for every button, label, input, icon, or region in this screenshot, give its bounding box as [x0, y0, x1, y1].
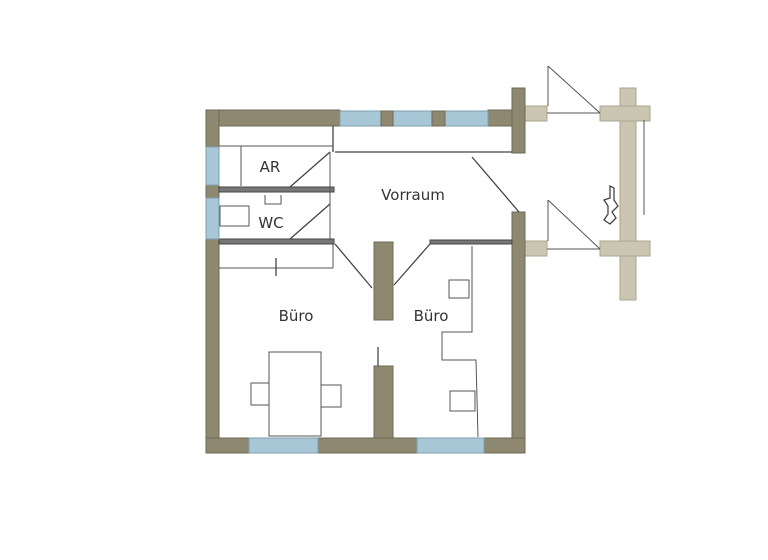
window-bottom-left [248, 437, 319, 454]
window-left-wc [205, 197, 220, 240]
chair [320, 384, 342, 408]
windows [205, 110, 489, 454]
interior-lines [219, 126, 520, 438]
room-label-wc: WC [258, 214, 283, 232]
room-label-ar: AR [260, 158, 281, 176]
window-bottom-right [416, 437, 485, 454]
chair [250, 382, 270, 406]
room-label-buero-right: Büro [414, 307, 449, 325]
exterior-structure [524, 65, 651, 301]
desk [268, 351, 322, 437]
window-left-ar [205, 146, 220, 186]
room-label-buero-left: Büro [279, 307, 314, 325]
room-label-vorraum: Vorraum [381, 186, 445, 204]
window-top [339, 110, 489, 127]
